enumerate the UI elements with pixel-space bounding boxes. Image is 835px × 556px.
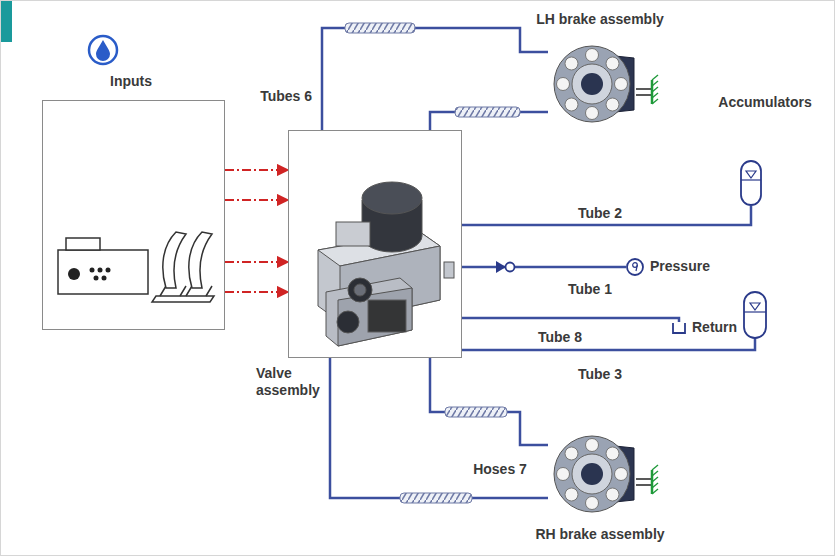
label-holder: Pressure — [650, 258, 710, 275]
label-holder: Tubes 6 — [258, 88, 314, 105]
label-holder: Inputs — [110, 73, 152, 90]
node-label: Return — [692, 319, 737, 336]
label-holder: Tube 8 — [536, 329, 584, 346]
hydraulic-icon — [89, 36, 117, 64]
node-label: RH brake assembly — [535, 526, 664, 543]
return-symbol: Return — [672, 322, 686, 334]
tube-label: Tube 2 — [576, 205, 624, 222]
inputs-box: Inputs — [42, 100, 225, 330]
label-holder: Return — [692, 319, 737, 336]
label-holder: Tube 2 — [576, 205, 624, 222]
hydraulic-tube — [462, 206, 751, 225]
signal-arrow — [225, 169, 288, 171]
brake-drawing — [554, 436, 658, 512]
part-label: Tube 3 — [576, 366, 624, 383]
accumulator-symbol-outline — [740, 160, 762, 206]
signal-arrow — [225, 291, 288, 293]
corner-tab — [0, 0, 12, 42]
pressure-symbol: Pressure — [626, 258, 644, 276]
hydraulic-tube — [462, 318, 679, 322]
controller-illustration — [58, 238, 148, 294]
accumulator-symbol: Accumulators — [740, 160, 762, 206]
part-label: Tubes 6 — [258, 88, 314, 105]
pedal-illustration — [152, 232, 214, 302]
brake-drawing — [554, 46, 658, 122]
signal-arrow — [225, 199, 288, 201]
node-label: Pressure — [650, 258, 710, 275]
hydraulic-tube — [462, 266, 626, 269]
hydraulic-tube — [330, 358, 548, 498]
label-holder: Valve assembly — [256, 365, 328, 399]
signal-arrow — [225, 261, 288, 263]
hydraulic-tube — [322, 28, 548, 130]
brake-assembly: RH brake assembly — [548, 430, 640, 518]
return-symbol-outline — [672, 322, 686, 334]
label-holder: LH brake assembly — [536, 11, 664, 28]
label-holder: Accumulators — [718, 94, 811, 111]
part-label: Hoses 7 — [471, 461, 529, 478]
check-valve — [496, 261, 515, 273]
valve-assembly-box: Valve assembly — [288, 130, 462, 358]
valve-illustration — [318, 182, 454, 346]
label-holder: RH brake assembly — [535, 526, 664, 543]
node-label: LH brake assembly — [536, 11, 664, 28]
node-label: Inputs — [110, 73, 152, 90]
tube-label: Tube 1 — [566, 281, 614, 298]
node-label: Valve assembly — [256, 365, 328, 399]
label-holder: Tube 3 — [576, 366, 624, 383]
hose — [345, 23, 520, 503]
node-label: Accumulators — [718, 94, 811, 111]
hydraulic-tube — [430, 358, 548, 445]
label-holder: Hoses 7 — [471, 461, 529, 478]
lower-accumulator — [462, 292, 766, 350]
label-holder: Tube 1 — [566, 281, 614, 298]
brake-assembly: LH brake assembly — [548, 40, 640, 128]
pressure-symbol-outline — [626, 258, 644, 276]
part-label: Tube 8 — [536, 329, 584, 346]
brake-illustrations — [554, 46, 658, 512]
